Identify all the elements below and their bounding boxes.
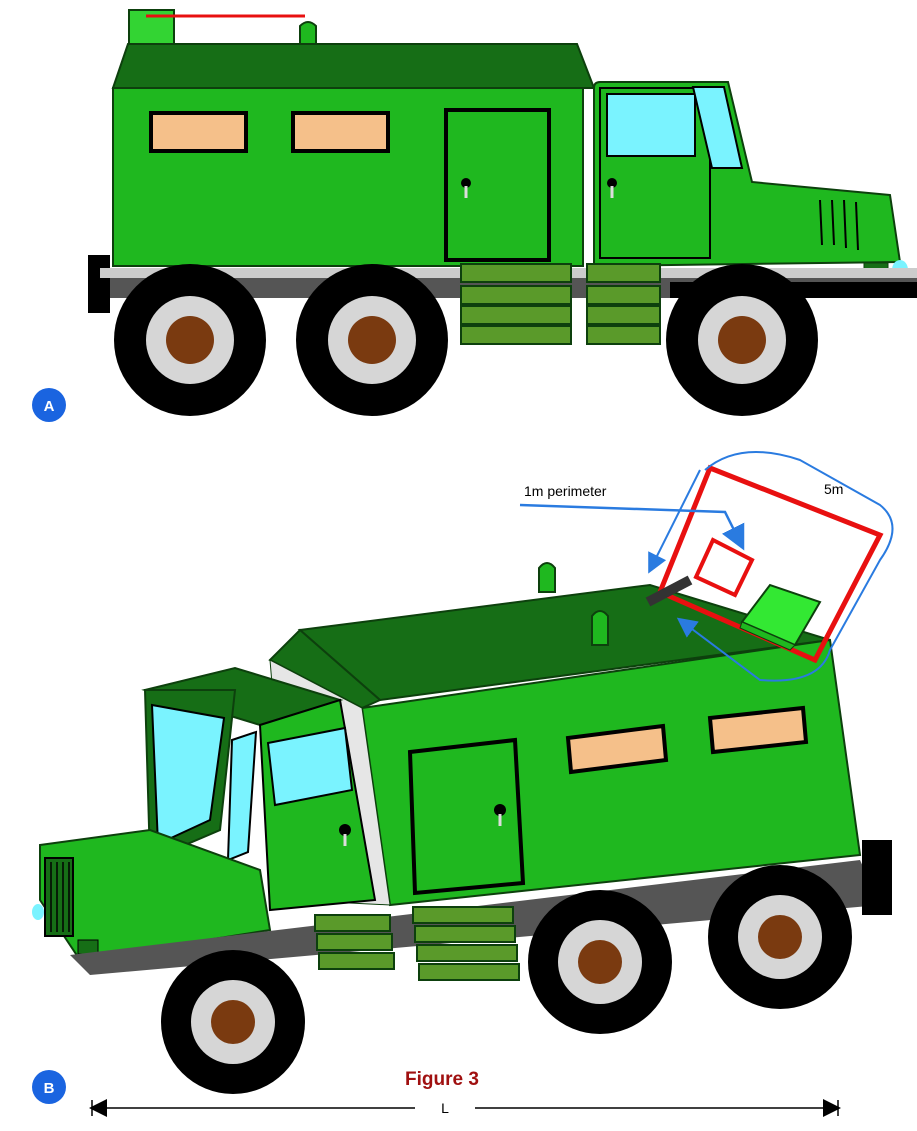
length-dimension: L: [92, 1100, 838, 1116]
panel-a-label: A: [44, 398, 55, 415]
perimeter-1m-label: 1m perimeter: [524, 483, 607, 499]
roof-beacon: [592, 611, 608, 645]
inner-perimeter-1m: [696, 540, 752, 595]
truck-side-view: A: [32, 10, 917, 422]
cab-window: [607, 94, 695, 156]
truck-perspective-view: 1m perimeter 5m B: [32, 452, 893, 1104]
wheel: [666, 264, 818, 416]
figure-caption: Figure 3: [405, 1069, 479, 1090]
side-window-2: [293, 113, 388, 151]
entry-steps: [461, 264, 660, 344]
side-window-2: [710, 708, 806, 752]
wheel: [114, 264, 266, 416]
wheel: [296, 264, 448, 416]
perimeter-1m-pointer: [520, 505, 742, 546]
panel-a-badge: A: [32, 388, 66, 422]
wheel: [708, 865, 852, 1009]
roof-beacon: [539, 563, 555, 592]
rear-door: [410, 740, 523, 893]
side-window-1: [151, 113, 246, 151]
wheel: [528, 890, 672, 1034]
panel-b-label: B: [44, 1080, 55, 1097]
panel-b-badge: B: [32, 1070, 66, 1104]
cab-window: [268, 728, 352, 805]
box-roof: [113, 44, 594, 88]
perimeter-5m-label: 5m: [824, 481, 843, 497]
length-label: L: [441, 1100, 449, 1116]
roof-beacon: [300, 22, 316, 44]
wheel: [161, 950, 305, 1094]
